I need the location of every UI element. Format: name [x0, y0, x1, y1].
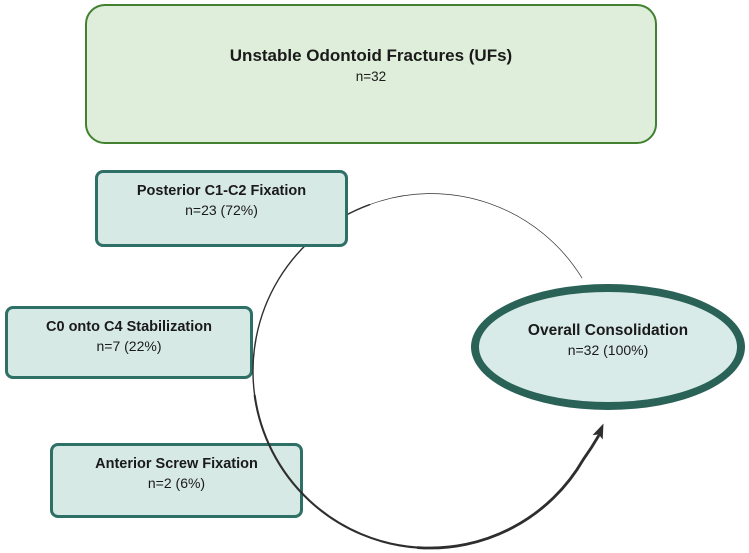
branch-node-count: n=7 (22%)	[96, 338, 162, 355]
outcome-node-count: n=32 (100%)	[567, 342, 649, 359]
root-node-count: n=32	[355, 68, 387, 84]
cycle-arc-segment	[369, 193, 583, 279]
node-unstable-odontoid-fractures: Unstable Odontoid Fractures (UFs) n=32	[85, 4, 657, 144]
node-overall-consolidation: Overall Consolidation n=32 (100%)	[471, 284, 745, 410]
arrowhead	[592, 423, 604, 440]
root-node-title: Unstable Odontoid Fractures (UFs)	[229, 46, 513, 65]
outcome-node-title: Overall Consolidation	[527, 321, 689, 339]
branch-node-title: Anterior Screw Fixation	[95, 456, 258, 472]
branch-node-count: n=23 (72%)	[185, 202, 258, 219]
branch-node-count: n=2 (6%)	[147, 475, 206, 492]
branch-node-title: C0 onto C4 Stabilization	[46, 319, 212, 335]
branch-node-title: Posterior C1-C2 Fixation	[136, 183, 307, 199]
node-c0-c4-stabilization: C0 onto C4 Stabilization n=7 (22%)	[5, 306, 253, 379]
node-posterior-c1-c2-fixation: Posterior C1-C2 Fixation n=23 (72%)	[95, 170, 348, 247]
cycle-arc-segment	[416, 434, 600, 550]
node-anterior-screw-fixation: Anterior Screw Fixation n=2 (6%)	[50, 443, 303, 518]
